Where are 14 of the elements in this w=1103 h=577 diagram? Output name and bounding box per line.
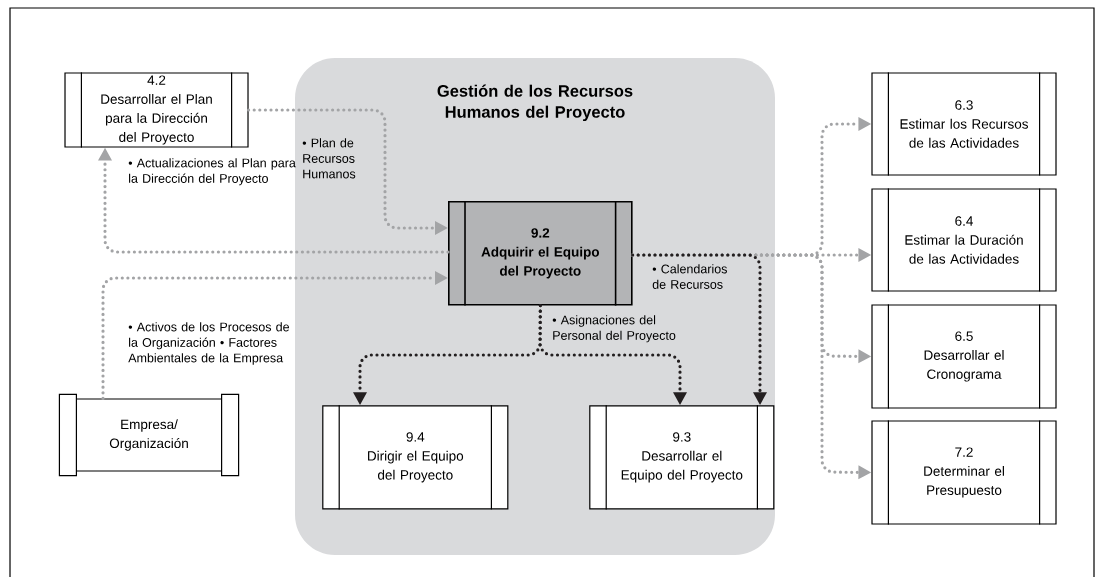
process-box: 9.2 Adquirir el Equipo del Proyecto bbox=[448, 200, 633, 307]
process-box: 6.5 Desarrollar el Cronograma bbox=[871, 303, 1057, 410]
edge-label: • Activos de los Procesos de la Organización • Factores Ambientales de la Empresa bbox=[128, 322, 289, 365]
edge-label: • Plan de Recursos Humanos bbox=[302, 138, 356, 179]
edge-label: • Calendarios de Recursos bbox=[652, 264, 727, 289]
edge-label: • Asignaciones del Personal del Proyecto bbox=[552, 315, 676, 343]
process-box: 4.2 Desarrollar el Plan para la Dirección del Proyecto bbox=[64, 71, 249, 149]
process-box: 6.3 Estimar los Recursos de las Actividades bbox=[871, 71, 1057, 177]
process-box: 9.3 Desarrollar el Equipo del Proyecto bbox=[589, 404, 775, 510]
process-box: 7.2 Determinar el Presupuesto bbox=[871, 419, 1057, 526]
process-box: 6.4 Estimar la Duración de las Actividades bbox=[871, 187, 1057, 293]
process-box: 9.4 Dirigir el Equipo del Proyecto bbox=[322, 404, 509, 510]
edge-label: • Actualizaciones al Plan para la Dirección del Proyecto bbox=[128, 158, 296, 186]
external-entity-box: Empresa/ Organización bbox=[58, 393, 240, 477]
